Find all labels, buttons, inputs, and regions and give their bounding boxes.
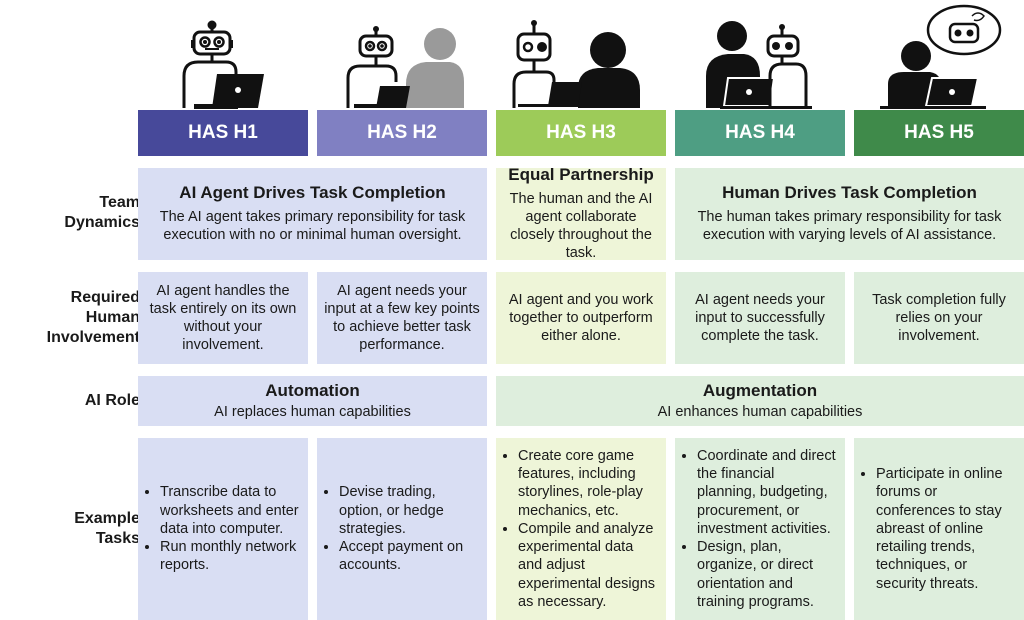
list-item: Participate in online forums or conferen… <box>876 465 1016 592</box>
header-h3: HAS H3 <box>496 110 666 156</box>
header-h5: HAS H5 <box>854 110 1024 156</box>
example-tasks-h4: Coordinate and direct the financial plan… <box>675 438 845 620</box>
example-tasks-h3: Create core game features, including sto… <box>496 438 666 620</box>
team-dynamics-human-drives-title: Human Drives Task Completion <box>722 183 977 202</box>
example-tasks-h5: Participate in online forums or conferen… <box>854 438 1024 620</box>
robot-and-human-icon <box>346 26 464 108</box>
human-and-robot-icon <box>706 21 812 109</box>
ai-role-augmentation: Augmentation AI enhances human capabilit… <box>496 376 1024 426</box>
list-item: Create core game features, including sto… <box>518 447 658 520</box>
team-dynamics-equal: Equal Partnership The human and the AI a… <box>496 165 666 261</box>
row-label-required-involvement: Required Human Involvement <box>46 289 140 346</box>
list-item: Coordinate and direct the financial plan… <box>697 447 837 538</box>
header-h1: HAS H1 <box>138 110 308 156</box>
involvement-h2: AI agent needs your input at a few key p… <box>317 272 487 364</box>
list-item: Design, plan, organize, or direct orient… <box>697 538 837 611</box>
ai-role-augmentation-text: AI enhances human capabilities <box>657 403 863 420</box>
ai-role-automation-title: Automation <box>265 380 360 400</box>
row-label-example-tasks: Example Tasks <box>74 510 140 547</box>
team-dynamics-human-drives-text: The human takes primary responsibility f… <box>697 209 1002 243</box>
list-item: Accept payment on accounts. <box>339 538 479 574</box>
involvement-h3: AI agent and you work together to outper… <box>496 272 666 364</box>
ai-role-automation-text: AI replaces human capabilities <box>214 403 411 420</box>
row-label-team-dynamics: Team Dynamics <box>64 194 140 231</box>
list-item: Run monthly network reports. <box>160 538 300 574</box>
involvement-h1: AI agent handles the task entirely on it… <box>138 272 308 364</box>
header-h2: HAS H2 <box>317 110 487 156</box>
team-dynamics-human-drives: Human Drives Task Completion The human t… <box>675 168 1024 260</box>
list-item: Compile and analyze experimental data an… <box>518 520 658 611</box>
involvement-h4: AI agent needs your input to successfull… <box>675 272 845 364</box>
list-item: Devise trading, option, or hedge strateg… <box>339 483 479 538</box>
robot-with-laptop-icon <box>182 20 264 109</box>
team-dynamics-equal-text: The human and the AI agent collaborate c… <box>509 191 653 261</box>
team-dynamics-ai-drives-text: The AI agent takes primary reponsibility… <box>159 209 466 243</box>
list-item: Transcribe data to worksheets and enter … <box>160 483 300 538</box>
example-tasks-h1: Transcribe data to worksheets and enter … <box>138 438 308 620</box>
ai-role-automation: Automation AI replaces human capabilitie… <box>138 376 487 426</box>
header-h4: HAS H4 <box>675 110 845 156</box>
ai-role-augmentation-title: Augmentation <box>702 380 818 400</box>
involvement-h5: Task completion fully relies on your inv… <box>854 272 1024 364</box>
team-dynamics-ai-drives: AI Agent Drives Task Completion The AI a… <box>138 168 487 260</box>
team-dynamics-ai-drives-title: AI Agent Drives Task Completion <box>179 183 446 202</box>
human-thinking-of-robot-icon <box>880 4 1002 109</box>
row-label-ai-role: AI Role <box>84 392 140 409</box>
robot-and-human-pair-icon <box>512 20 640 108</box>
team-dynamics-equal-title: Equal Partnership <box>508 165 654 184</box>
example-tasks-h2: Devise trading, option, or hedge strateg… <box>317 438 487 620</box>
